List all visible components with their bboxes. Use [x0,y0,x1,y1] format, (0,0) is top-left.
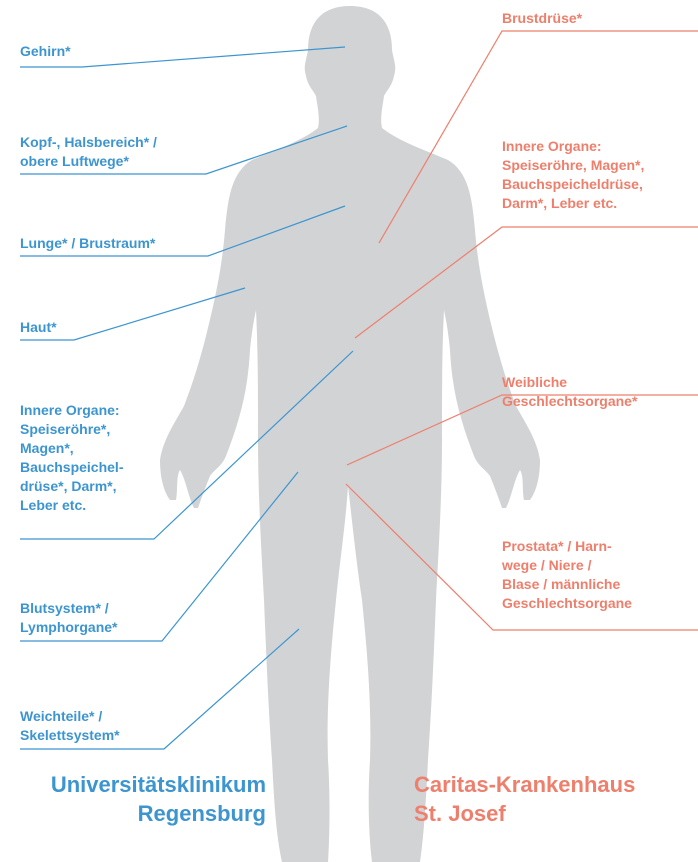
leader-line-innere-r [355,227,698,338]
label-innere-organe-right: Innere Organe: Speiseröhre, Magen*, Bauc… [502,137,644,213]
label-haut: Haut* [20,318,57,337]
label-weichteile: Weichteile* / Skelettsystem* [20,707,120,745]
label-kopf-halsbereich: Kopf-, Halsbereich* / obere Luftwege* [20,133,157,171]
label-weibliche-geschlechtsorgane: Weibliche Geschlechtsorgane* [502,373,637,411]
label-prostata: Prostata* / Harn- wege / Niere / Blase /… [502,537,632,613]
label-gehirn: Gehirn* [20,42,71,61]
hospital-caritas-krankenhaus: Caritas-Krankenhaus St. Josef [414,770,635,828]
label-blutsystem: Blutsystem* / Lymphorgane* [20,599,118,637]
label-lunge-brustraum: Lunge* / Brustraum* [20,234,155,253]
label-brustdruese: Brustdrüse* [502,9,582,28]
label-innere-organe-left: Innere Organe: Speiseröhre*, Magen*, Bau… [20,401,123,515]
hospital-universitaetsklinikum: Universitätsklinikum Regensburg [2,770,266,828]
